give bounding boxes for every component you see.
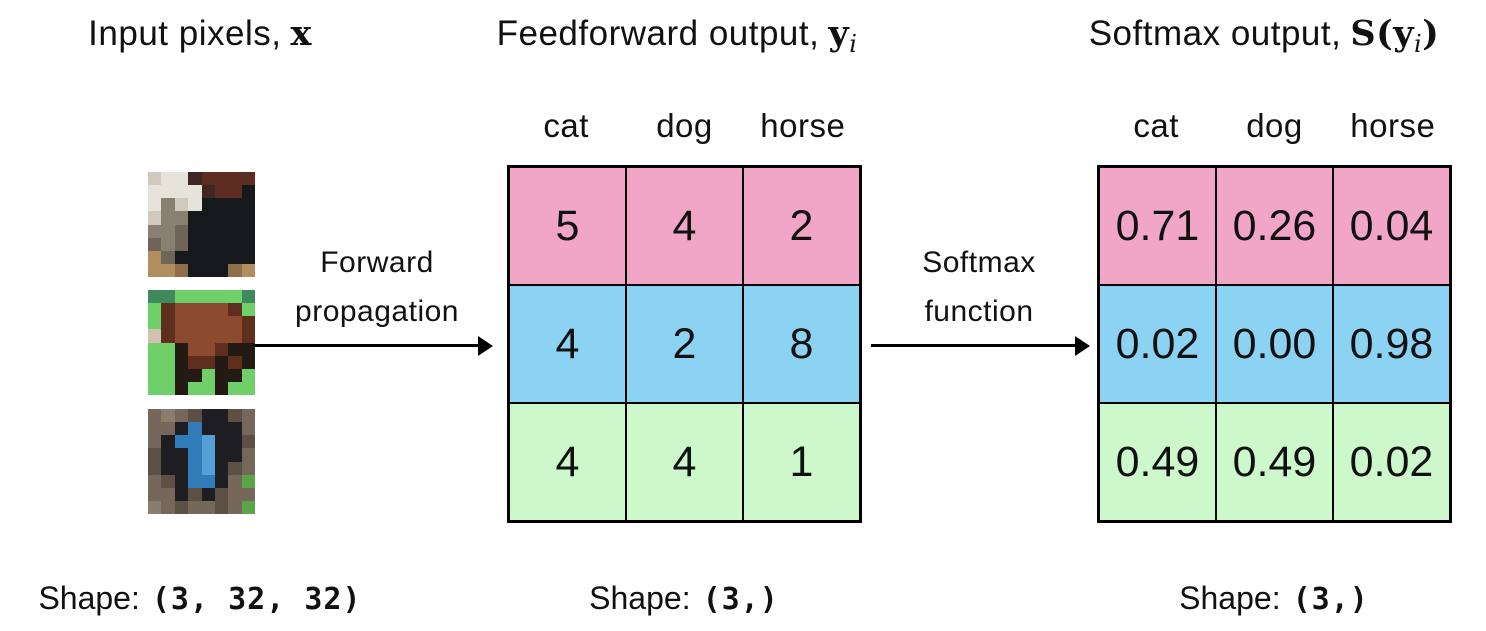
softmax-shape-value: (3,): [1292, 582, 1369, 617]
softmax-cell-r2c0: 0.49: [1100, 404, 1215, 520]
math-symbol-x: x: [290, 13, 312, 54]
feedforward-column-headers: cat dog horse: [507, 100, 862, 145]
softmax-cell-r0c2: 0.04: [1334, 168, 1449, 284]
softmax-cell-r1c1: 0.00: [1217, 286, 1332, 402]
feedforward-header-cat: cat: [543, 107, 589, 144]
softmax-function-line2: function: [924, 295, 1034, 328]
horse-thumbnail: [148, 290, 255, 395]
forward-propagation-arrowhead-icon: [478, 335, 493, 356]
softmax-title-text: Softmax output,: [1088, 14, 1342, 53]
math-symbol-y: y: [828, 13, 850, 54]
feedforward-cell-r0c0: 5: [510, 168, 625, 284]
math-symbol-y2: y: [1393, 13, 1415, 54]
math-subscript-i: i: [849, 30, 858, 58]
math-symbol-s: S: [1350, 13, 1377, 54]
softmax-shape-label: Shape: (3,): [1179, 580, 1369, 617]
softmax-matrix: 0.71 0.26 0.04 0.02 0.00 0.98 0.49 0.49 …: [1097, 165, 1452, 523]
softmax-cell-r0c1: 0.26: [1217, 168, 1332, 284]
feedforward-cell-r0c2: 2: [744, 168, 859, 284]
feedforward-matrix: 5 4 2 4 2 8 4 4 1: [507, 165, 862, 523]
forward-propagation-label: Forward propagation: [295, 238, 459, 336]
feedforward-shape-label: Shape: (3,): [589, 580, 779, 617]
feedforward-cell-r1c2: 8: [744, 286, 859, 402]
softmax-function-arrowhead-icon: [1075, 335, 1090, 356]
cat-thumbnail: [148, 172, 255, 277]
input-pixels-title-text: Input pixels,: [88, 14, 282, 53]
softmax-function-label: Softmax function: [922, 238, 1036, 336]
input-shape-label: Shape: (3, 32, 32): [38, 580, 361, 617]
feedforward-cell-r2c0: 4: [510, 404, 625, 520]
softmax-cell-r1c0: 0.02: [1100, 286, 1215, 402]
feedforward-cell-r1c0: 4: [510, 286, 625, 402]
dog-thumbnail: [148, 409, 255, 514]
math-open-paren: (: [1376, 13, 1394, 54]
softmax-column-headers: cat dog horse: [1097, 100, 1452, 145]
forward-propagation-line2: propagation: [295, 295, 459, 328]
feedforward-cell-r0c1: 4: [627, 168, 742, 284]
softmax-cell-r1c2: 0.98: [1334, 286, 1449, 402]
softmax-function-arrow: [871, 344, 1076, 347]
softmax-header-horse: horse: [1350, 107, 1436, 144]
feedforward-cell-r1c1: 2: [627, 286, 742, 402]
softmax-header-cat: cat: [1133, 107, 1179, 144]
feedforward-shape-value: (3,): [702, 582, 779, 617]
softmax-function-line1: Softmax: [922, 246, 1036, 279]
math-close-paren: ): [1422, 13, 1440, 54]
softmax-cell-r2c1: 0.49: [1217, 404, 1332, 520]
feedforward-cell-r2c1: 4: [627, 404, 742, 520]
forward-propagation-line1: Forward: [320, 246, 434, 279]
softmax-shape-word: Shape:: [1179, 580, 1281, 616]
math-subscript-i2: i: [1414, 30, 1423, 58]
softmax-output-title: Softmax output,S(yi): [1089, 13, 1440, 58]
feedforward-output-title: Feedforward output,yi: [497, 13, 858, 58]
softmax-cell-r0c0: 0.71: [1100, 168, 1215, 284]
softmax-header-dog: dog: [1246, 107, 1303, 144]
input-shape-word: Shape:: [38, 580, 140, 616]
feedforward-title-text: Feedforward output,: [496, 14, 820, 53]
forward-propagation-arrow: [253, 344, 479, 347]
softmax-cell-r2c2: 0.02: [1334, 404, 1449, 520]
input-pixels-title: Input pixels,x: [88, 13, 312, 54]
feedforward-header-horse: horse: [760, 107, 846, 144]
feedforward-cell-r2c2: 1: [744, 404, 859, 520]
feedforward-shape-word: Shape:: [589, 580, 691, 616]
feedforward-header-dog: dog: [656, 107, 713, 144]
input-shape-value: (3, 32, 32): [151, 582, 362, 617]
